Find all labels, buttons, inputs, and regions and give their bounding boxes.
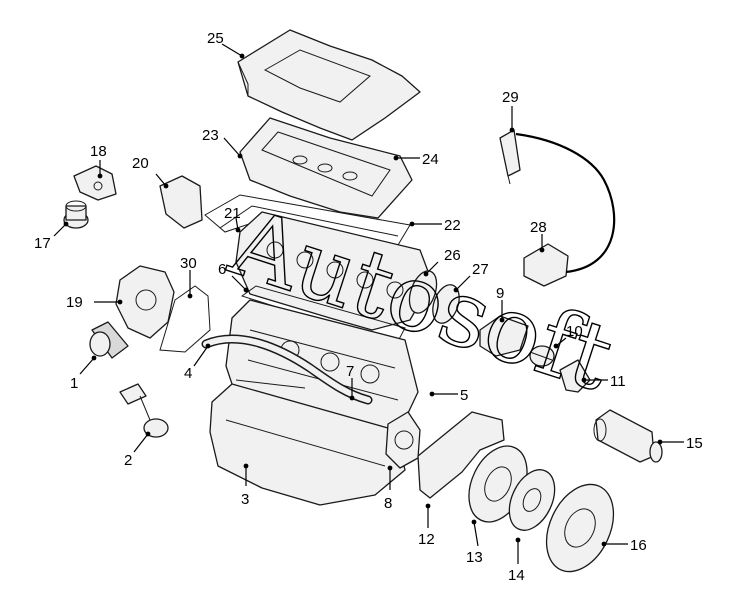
leader-dot-29 [509, 127, 515, 133]
callout-3: 3 [241, 491, 249, 508]
leader-23 [223, 137, 241, 157]
pressure-plate [545, 483, 615, 573]
oil-strainer [119, 383, 169, 438]
callout-30: 30 [180, 255, 197, 272]
leader-dot-2 [145, 431, 151, 437]
leader-dot-21 [235, 227, 241, 233]
leader-dot-5 [429, 391, 435, 397]
callout-26: 26 [444, 247, 461, 264]
sensor-29 [499, 129, 521, 185]
callout-11: 11 [610, 373, 626, 390]
callout-18: 18 [90, 143, 107, 160]
leader-dot-27 [453, 287, 459, 293]
leader-lines [53, 43, 684, 564]
clutch-disc [508, 469, 556, 531]
callout-14: 14 [508, 567, 525, 584]
ignition-module [523, 243, 569, 287]
callout-24: 24 [422, 151, 439, 168]
leader-dot-23 [237, 153, 243, 159]
leader-dot-28 [539, 247, 545, 253]
leader-dot-4 [205, 343, 211, 349]
leader-27 [455, 275, 471, 291]
leader-dot-26 [423, 271, 429, 277]
callout-23: 23 [202, 127, 219, 144]
leader-dot-7 [349, 395, 355, 401]
timing-cover-gasket [159, 285, 211, 353]
callout-13: 13 [466, 549, 483, 566]
callout-15: 15 [686, 435, 703, 452]
leader-dot-10 [553, 343, 559, 349]
oil-filter [89, 321, 129, 359]
leader-1 [79, 357, 95, 375]
callout-16: 16 [630, 537, 647, 554]
leader-6 [231, 275, 247, 291]
leader-20 [155, 173, 167, 187]
leader-dot-22 [409, 221, 415, 227]
callout-labels: 25 23 24 22 21 6 30 19 1 4 2 3 7 5 8 12 … [34, 30, 703, 584]
leader-dot-30 [187, 293, 193, 299]
oil-pan [209, 379, 406, 506]
callout-6: 6 [218, 261, 226, 278]
leader-4 [193, 345, 209, 367]
callout-12: 12 [418, 531, 435, 548]
callout-29: 29 [502, 89, 519, 106]
leader-2 [133, 433, 149, 453]
coolant-hose-inner [203, 336, 371, 403]
callout-8: 8 [384, 495, 392, 512]
callout-28: 28 [530, 219, 547, 236]
leader-dot-3 [243, 463, 249, 469]
leader-17 [53, 223, 67, 237]
leader-dot-15 [657, 439, 663, 445]
mount-bracket-18 [73, 165, 117, 201]
leader-26 [425, 261, 439, 275]
callout-7: 7 [346, 363, 354, 380]
seal-26 [408, 270, 438, 314]
mount-bracket-20 [159, 175, 203, 229]
callout-4: 4 [184, 365, 192, 382]
leader-dot-1 [91, 355, 97, 361]
callout-5: 5 [460, 387, 468, 404]
leader-dot-6 [243, 287, 249, 293]
callout-27: 27 [472, 261, 489, 278]
engine-top-cover [237, 29, 421, 141]
leader-dot-25 [239, 53, 245, 59]
leader-dot-12 [425, 503, 431, 509]
leader-dot-8 [387, 465, 393, 471]
leader-13 [473, 521, 479, 547]
seal-27 [432, 284, 460, 324]
leader-dot-14 [515, 537, 521, 543]
callout-1: 1 [70, 375, 78, 392]
engine-backplate [417, 411, 505, 499]
leader-dot-16 [601, 541, 607, 547]
callout-22: 22 [444, 217, 461, 234]
callout-17: 17 [34, 235, 51, 252]
callout-25: 25 [207, 30, 224, 47]
callout-20: 20 [132, 155, 149, 172]
callout-10: 10 [566, 323, 583, 340]
thermostat-housing [479, 315, 529, 357]
callout-2: 2 [124, 452, 132, 469]
leader-dot-11 [581, 377, 587, 383]
leader-dot-24 [393, 155, 399, 161]
thermostat [529, 345, 555, 367]
thermostat-cover [559, 359, 591, 393]
callout-19: 19 [66, 294, 83, 311]
leader-dot-19 [117, 299, 123, 305]
oil-pump [115, 265, 175, 339]
leader-25 [221, 43, 243, 57]
callout-9: 9 [496, 285, 504, 302]
leader-dot-20 [163, 183, 169, 189]
starter-motor [593, 409, 663, 463]
cylinder-head [235, 211, 433, 331]
sensor-lead [515, 132, 616, 274]
leader-dot-13 [471, 519, 477, 525]
engine-mount [63, 200, 89, 229]
leader-dot-17 [63, 221, 69, 227]
callout-21: 21 [224, 205, 241, 222]
leader-dot-9 [499, 317, 505, 323]
leader-dot-18 [97, 173, 103, 179]
cam-cover [239, 117, 413, 219]
